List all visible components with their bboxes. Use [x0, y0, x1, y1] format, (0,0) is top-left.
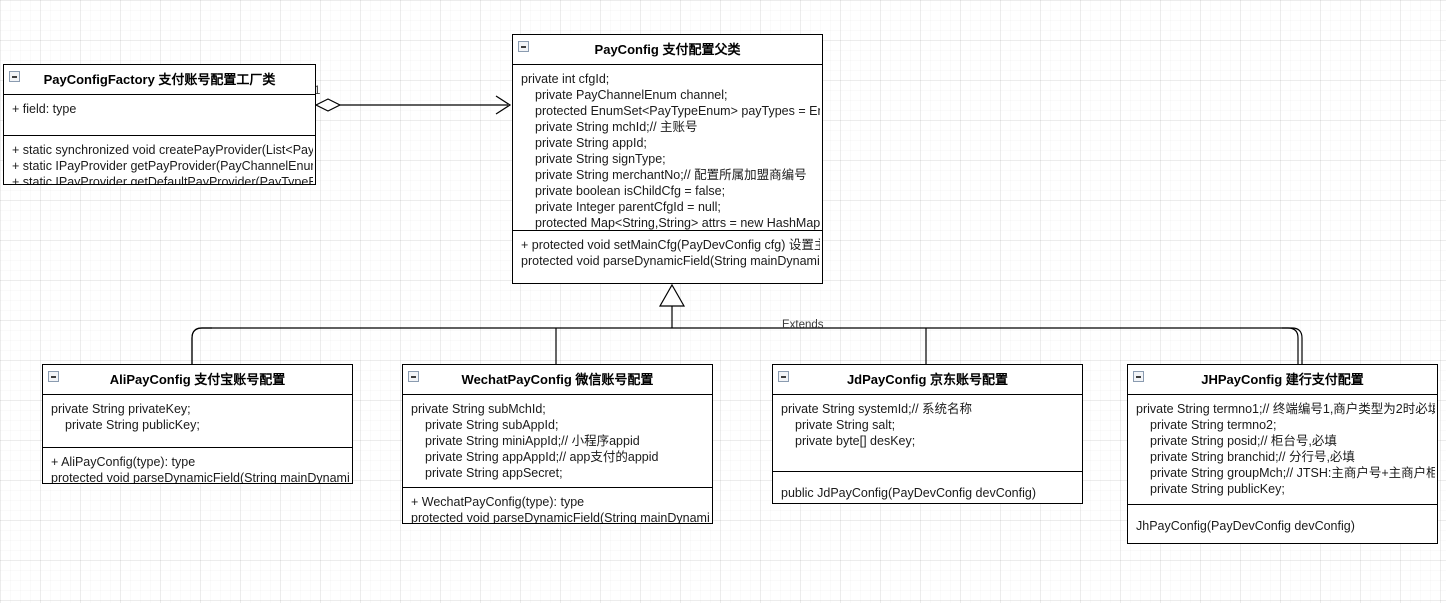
class-methods-jd-pay-config: public JdPayConfig(PayDevConfig devConfi… — [773, 471, 1082, 503]
class-methods-wechat-pay-config: + WechatPayConfig(type): type protected … — [403, 487, 712, 524]
collapse-minus-icon[interactable] — [1133, 371, 1144, 382]
connector-aggregation-factory-payconfig[interactable] — [310, 88, 520, 118]
class-field-row: private String systemId;// 系统名称 — [781, 402, 973, 416]
class-methods-jh-pay-config: JhPayConfig(PayDevConfig devConfig) — [1128, 504, 1437, 540]
class-title: PayConfigFactory 支付账号配置工厂类 — [43, 72, 276, 87]
class-title: JdPayConfig 京东账号配置 — [846, 372, 1009, 387]
collapse-minus-icon[interactable] — [408, 371, 419, 382]
class-header-pay-config: PayConfig 支付配置父类 — [513, 35, 822, 65]
class-title: JHPayConfig 建行支付配置 — [1201, 372, 1364, 387]
class-field-row: private String termno2; — [1150, 418, 1277, 432]
class-method-row: protected void parseDynamicField(String … — [411, 511, 710, 524]
class-field-row: private PayChannelEnum channel; — [535, 88, 728, 102]
class-field-row: private String posid;// 柜台号,必填 — [1150, 434, 1337, 448]
class-title: PayConfig 支付配置父类 — [594, 42, 741, 57]
class-method-row: + static IPayProvider getPayProvider(Pay… — [12, 159, 313, 173]
class-field-row: private String termno1;// 终端编号1,商户类型为2时必… — [1136, 402, 1435, 416]
collapse-minus-icon[interactable] — [518, 41, 529, 52]
class-title: WechatPayConfig 微信账号配置 — [461, 372, 654, 387]
collapse-minus-icon[interactable] — [48, 371, 59, 382]
class-methods-pay-config: + protected void setMainCfg(PayDevConfig… — [513, 230, 822, 275]
class-field-row: protected Map<String,String> attrs = new… — [535, 216, 820, 230]
class-field-row: private String subAppId; — [425, 418, 559, 432]
class-box-jd-pay-config[interactable]: JdPayConfig 京东账号配置 private String system… — [772, 364, 1083, 504]
class-methods-pay-config-factory: + static synchronized void createPayProv… — [4, 135, 315, 185]
class-title: AliPayConfig 支付宝账号配置 — [109, 372, 286, 387]
class-field-row: private String mchId;// 主账号 — [535, 120, 698, 134]
class-header-ali-pay-config: AliPayConfig 支付宝账号配置 — [43, 365, 352, 395]
class-field-row: private String signType; — [535, 152, 666, 166]
class-header-wechat-pay-config: WechatPayConfig 微信账号配置 — [403, 365, 712, 395]
class-field-row: private String appAppId;// app支付的appid — [425, 450, 659, 464]
class-box-pay-config-factory[interactable]: PayConfigFactory 支付账号配置工厂类 + field: type… — [3, 64, 316, 185]
class-box-ali-pay-config[interactable]: AliPayConfig 支付宝账号配置 private String priv… — [42, 364, 353, 484]
class-field-row: private int cfgId; — [521, 72, 610, 86]
collapse-minus-icon[interactable] — [9, 71, 20, 82]
class-method-row: protected void parseDynamicField(String … — [521, 254, 820, 268]
class-field-row: private String miniAppId;// 小程序appid — [425, 434, 640, 448]
class-methods-ali-pay-config: + AliPayConfig(type): type protected voi… — [43, 447, 352, 484]
class-header-pay-config-factory: PayConfigFactory 支付账号配置工厂类 — [4, 65, 315, 95]
class-field-row: private String privateKey; — [51, 402, 191, 416]
class-fields-pay-config-factory: + field: type — [4, 95, 315, 135]
class-field-row: private String groupMch;// JTSH:主商户号+主商户… — [1150, 466, 1435, 480]
generalization-extends-label: Extends — [782, 319, 824, 331]
class-header-jh-pay-config: JHPayConfig 建行支付配置 — [1128, 365, 1437, 395]
class-method-row: + protected void setMainCfg(PayDevConfig… — [521, 238, 820, 252]
class-field-row: private boolean isChildCfg = false; — [535, 184, 726, 198]
class-method-row: protected void parseDynamicField(String … — [51, 471, 350, 484]
class-field-row: private String merchantNo;// 配置所属加盟商编号 — [535, 168, 807, 182]
class-field-row: private String publicKey; — [1150, 482, 1285, 496]
class-fields-jh-pay-config: private String termno1;// 终端编号1,商户类型为2时必… — [1128, 395, 1437, 504]
class-fields-pay-config: private int cfgId; private PayChannelEnu… — [513, 65, 822, 230]
class-box-wechat-pay-config[interactable]: WechatPayConfig 微信账号配置 private String su… — [402, 364, 713, 524]
class-field-row: private String branchid;// 分行号,必填 — [1150, 450, 1355, 464]
class-field-row: private byte[] desKey; — [795, 434, 916, 448]
class-field-row: private String appId; — [535, 136, 647, 150]
class-fields-ali-pay-config: private String privateKey; private Strin… — [43, 395, 352, 447]
class-method-row: JhPayConfig(PayDevConfig devConfig) — [1136, 519, 1355, 533]
class-method-row: + AliPayConfig(type): type — [51, 455, 196, 469]
class-fields-wechat-pay-config: private String subMchId; private String … — [403, 395, 712, 487]
class-field-row: private String publicKey; — [65, 418, 200, 432]
class-field-row: protected EnumSet<PayTypeEnum> payTypes … — [535, 104, 820, 118]
class-fields-jd-pay-config: private String systemId;// 系统名称 private … — [773, 395, 1082, 471]
class-field-row: private String salt; — [795, 418, 896, 432]
class-method-row: + static IPayProvider getDefaultPayProvi… — [12, 175, 313, 185]
class-field-row: private Integer parentCfgId = null; — [535, 200, 721, 214]
class-method-row: + WechatPayConfig(type): type — [411, 495, 585, 509]
class-box-jh-pay-config[interactable]: JHPayConfig 建行支付配置 private String termno… — [1127, 364, 1438, 544]
class-field-row: private String appSecret; — [425, 466, 563, 480]
class-box-pay-config[interactable]: PayConfig 支付配置父类 private int cfgId; priv… — [512, 34, 823, 284]
class-field-row: + field: type — [12, 102, 77, 116]
collapse-minus-icon[interactable] — [778, 371, 789, 382]
class-header-jd-pay-config: JdPayConfig 京东账号配置 — [773, 365, 1082, 395]
class-method-row: + static synchronized void createPayProv… — [12, 143, 313, 157]
aggregation-multiplicity-label: 1 — [314, 85, 321, 97]
class-method-row: public JdPayConfig(PayDevConfig devConfi… — [781, 486, 1036, 500]
class-field-row: private String subMchId; — [411, 402, 546, 416]
